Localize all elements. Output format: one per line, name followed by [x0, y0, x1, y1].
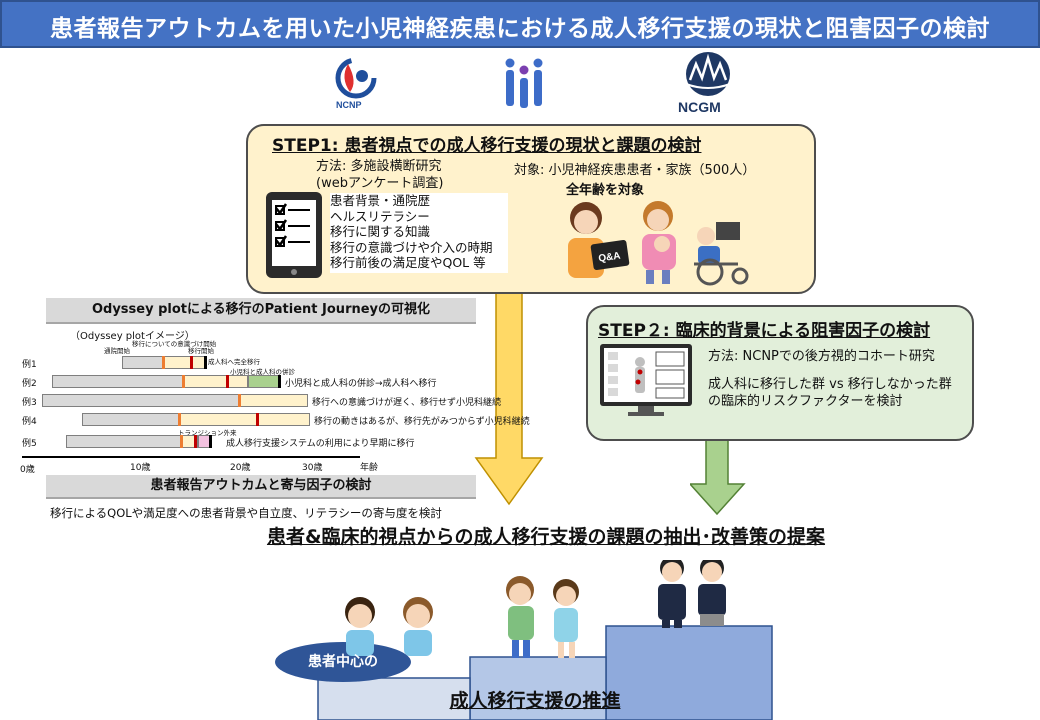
- annotation-joint-visit: 小児科と成人科の併診: [230, 368, 295, 376]
- qa-label: Q&A: [598, 251, 622, 265]
- odyssey-row-label: 例3: [22, 398, 37, 408]
- checklist-item: 移行の意識づけや介入の時期: [330, 239, 493, 255]
- odyssey-marker: [278, 375, 281, 388]
- odyssey-bar-pediatric: [52, 375, 184, 388]
- odyssey-row-note: 成人移行支援システムの利用により早期に移行: [226, 439, 415, 449]
- wheelchair-child-illustration: [694, 222, 749, 286]
- annotation-transition-start: 移行開始: [188, 347, 214, 355]
- odyssey-marker: [226, 375, 229, 388]
- odyssey-header: Odyssey plotによる移行のPatient Journeyの可視化: [46, 298, 476, 324]
- odyssey-row-label: 例4: [22, 417, 37, 427]
- checklist-item: 患者背景・通院歴: [330, 193, 431, 208]
- tablet-checklist-icon: [266, 192, 322, 278]
- odyssey-bar-transition: [184, 375, 248, 388]
- step2-title: STEP２: 臨床的背景による阻害因子の検討: [598, 321, 931, 341]
- step1-target-note: 全年齢を対象: [566, 183, 645, 198]
- hospital-logo: [505, 58, 543, 108]
- ncgm-logo-text: NCGM: [678, 99, 721, 115]
- odyssey-marker: [209, 435, 212, 448]
- odyssey-bar-joint: [248, 375, 280, 388]
- annotation-awareness-start: 移行についての意識づけ開始: [132, 340, 217, 348]
- annotation-transition-clinic: トランジション外来: [178, 429, 237, 437]
- stairs-illustration: [275, 560, 773, 720]
- yellow-down-arrow: [474, 290, 544, 506]
- annotation-full-transition: 成人科へ完全移行: [208, 358, 260, 366]
- oval-label: 患者中心の: [308, 654, 378, 670]
- children-illustration: [345, 597, 433, 656]
- odyssey-bar-pediatric: [42, 394, 240, 407]
- ncnp-logo-text: NCNP: [336, 100, 362, 110]
- odyssey-marker: [238, 394, 241, 407]
- odyssey-marker: [162, 356, 165, 369]
- odyssey-bar-pediatric: [82, 413, 180, 426]
- odyssey-bar-pediatric: [122, 356, 164, 369]
- step1-method-line2: (webアンケート調査): [316, 176, 444, 191]
- step1-method-line1: 方法: 多施設横断研究: [316, 159, 442, 174]
- odyssey-marker: [180, 435, 183, 448]
- odyssey-row-label: 例5: [22, 439, 37, 449]
- odyssey-bar-transition: [180, 413, 310, 426]
- step1-target: 対象: 小児神経疾患患者・家族（500人）: [514, 163, 756, 178]
- odyssey-marker: [204, 356, 207, 369]
- axis-tick: 20歳: [230, 463, 251, 473]
- conclusion-text: 患者&臨床的視点からの成人移行支援の課題の抽出･改善策の提案: [266, 526, 826, 548]
- page-title: 患者報告アウトカムを用いた小児神経疾患における成人移行支援の現状と阻害因子の検討: [50, 16, 990, 42]
- step2-compare-line1: 成人科に移行した群 vs 移行しなかった群: [708, 377, 952, 392]
- axis-tick: 30歳: [302, 463, 323, 473]
- teens-illustration: [506, 576, 579, 658]
- step2-method: 方法: NCNPでの後方視的コホート研究: [708, 349, 935, 364]
- odyssey-bar-transition: [240, 394, 308, 407]
- step1-title: STEP1: 患者視点での成人移行支援の現状と課題の検討: [272, 136, 702, 156]
- parent-child-illustration: [642, 201, 676, 284]
- axis-tick: 10歳: [130, 463, 151, 473]
- checklist-item: ヘルスリテラシー: [330, 208, 430, 224]
- ncnp-logo: NCNP: [335, 57, 377, 110]
- doctor-qa-illustration: Q&A: [568, 202, 630, 278]
- odyssey-row-note: 小児科と成人科の併診→成人科へ移行: [285, 379, 437, 389]
- odyssey-marker: [190, 356, 193, 369]
- pro-header: 患者報告アウトカムと寄与因子の検討: [46, 475, 476, 499]
- axis-tick: 0歳: [20, 465, 35, 475]
- odyssey-subtitle: （Odyssey plotイメージ）: [70, 331, 195, 342]
- monitor-chart-icon: [600, 344, 692, 416]
- odyssey-marker: [256, 413, 259, 426]
- checklist-item: 移行に関する知識: [330, 224, 431, 239]
- odyssey-marker: [178, 413, 181, 426]
- odyssey-row-note: 移行への意識づけが遅く、移行せず小児科継続: [312, 398, 502, 408]
- odyssey-row-note: 移行の動きはあるが、移行先がみつからず小児科継続: [314, 417, 530, 427]
- axis-unit: 年齢: [360, 463, 379, 473]
- odyssey-axis-line: [22, 456, 360, 458]
- odyssey-marker: [182, 375, 185, 388]
- pro-description: 移行によるQOLや満足度への患者背景や自立度、リテラシーの寄与度を検討: [50, 506, 442, 520]
- ncgm-logo: NCGM: [678, 52, 731, 115]
- title-bar: 患者報告アウトカムを用いた小児神経疾患における成人移行支援の現状と阻害因子の検討: [0, 0, 1040, 48]
- goal-text: 成人移行支援の推進: [449, 690, 621, 712]
- odyssey-row-label: 例1: [22, 360, 37, 370]
- annotation-visit-start: 通院開始: [104, 347, 130, 355]
- odyssey-bar-pediatric: [66, 435, 182, 448]
- checklist-box: 患者背景・通院歴 ヘルスリテラシー 移行に関する知識 移行の意識づけや介入の時期…: [330, 193, 508, 273]
- odyssey-bar-transition: [164, 356, 206, 369]
- adults-illustration: [658, 560, 726, 628]
- checklist-item: 移行前後の満足度やQOL 等: [330, 255, 486, 270]
- odyssey-row-label: 例2: [22, 379, 37, 389]
- step2-compare-line2: の臨床的リスクファクターを検討: [708, 394, 903, 409]
- odyssey-marker: [194, 435, 197, 448]
